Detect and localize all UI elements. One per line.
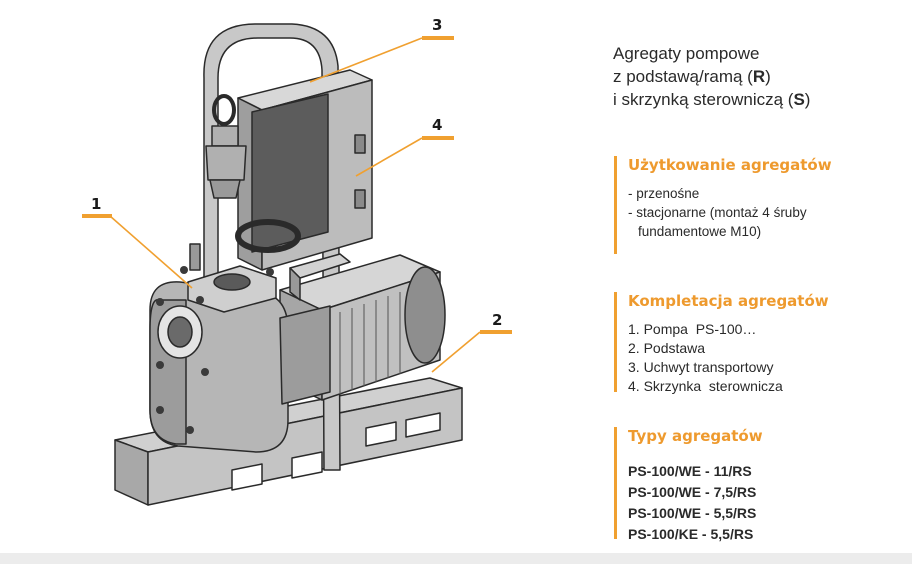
title-line-2-bold: R [752,67,766,86]
kit-item: 3. Uchwyt transportowy [628,359,774,375]
title-line-3: i skrzynką sterowniczą (S) [613,88,903,111]
usage-list: - przenośne - stacjonarne (montaż 4 śrub… [628,184,912,241]
title-line-2: z podstawą/ramą (R) [613,65,903,88]
callout-number-3: 3 [432,16,443,34]
kit-item: 4. Skrzynka sterownicza [628,378,783,394]
callout-bar-1 [82,214,112,218]
title-line-3-text: i skrzynką sterowniczą ( [613,90,794,109]
types-section: Typy agregatów PS-100/WE - 11/RS PS-100/… [614,427,912,542]
kit-heading: Kompletacja agregatów [628,292,829,310]
title-line-3-suffix: ) [804,90,811,109]
usage-item: - przenośne [628,186,700,201]
type-item: PS-100/WE - 11/RS [628,463,752,479]
type-item: PS-100/WE - 7,5/RS [628,484,757,500]
bottom-bar [0,553,912,564]
callout-bar-3 [422,36,454,40]
kit-item: 1. Pompa PS-100… [628,321,757,337]
usage-section: Użytkowanie agregatów - przenośne - stac… [614,156,912,254]
pump-body [149,243,289,453]
kit-list: 1. Pompa PS-100… 2. Podstawa 3. Uchwyt t… [628,320,912,396]
title-line-2-text: z podstawą/ramą ( [613,67,753,86]
electric-motor [279,253,446,401]
pump-unit-illustration [82,23,512,506]
cable-connector [205,94,247,199]
types-heading: Typy agregatów [628,427,763,445]
type-item: PS-100/KE - 5,5/RS [628,526,754,542]
kit-section: Kompletacja agregatów 1. Pompa PS-100… 2… [614,292,912,394]
usage-heading: Użytkowanie agregatów [628,156,832,174]
kit-item: 2. Podstawa [628,340,706,356]
title-line-3-bold: S [793,90,805,109]
usage-item: - stacjonarne (montaż 4 śruby [628,205,807,220]
callout-bar-4 [422,136,454,140]
callout-number-2: 2 [492,311,503,329]
transport-handle [203,23,341,471]
title-line-2-suffix: ) [765,67,771,86]
callout-number-1: 1 [91,195,102,213]
usage-item: fundamentowe M10) [638,224,762,239]
callout-number-4: 4 [432,116,443,134]
coupling [279,305,331,405]
callout-bar-2 [480,330,512,334]
types-list: PS-100/WE - 11/RS PS-100/WE - 7,5/RS PS-… [628,461,912,545]
title-line-1: Agregaty pompowe [613,44,760,63]
control-box [235,69,373,271]
type-item: PS-100/WE - 5,5/RS [628,505,757,521]
page-title: Agregaty pompowe z podstawą/ramą (R) i s… [613,42,903,111]
